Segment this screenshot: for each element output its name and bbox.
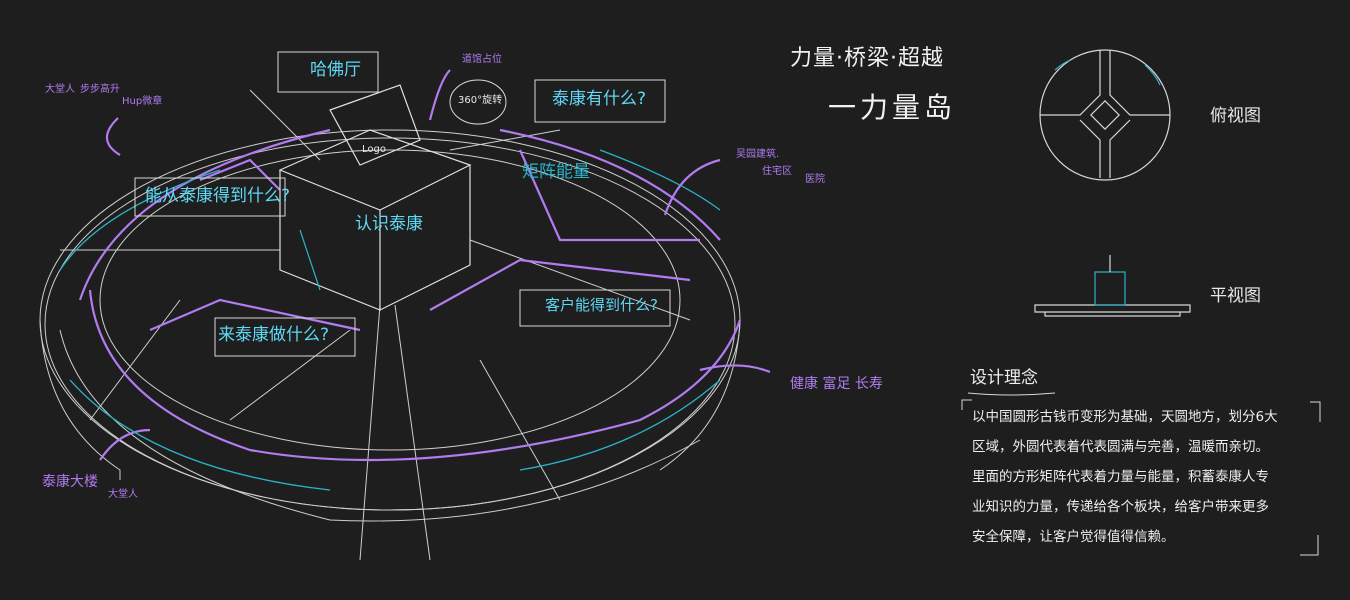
label-promotion: 步步高升 — [80, 84, 120, 95]
label-taikang-tower: 泰康大楼 — [42, 474, 98, 490]
label-residential: 住宅区 — [762, 166, 792, 177]
label-why-come: 来泰康做什么? — [218, 325, 330, 345]
top-view-diagram — [1039, 49, 1171, 181]
label-what-from-taikang: 能从泰康得到什么? — [145, 186, 291, 206]
label-hospital: 医院 — [805, 174, 825, 185]
concept-line: 以中国圆形古钱币变形为基础，天圆地方，划分6大 — [972, 409, 1278, 425]
concept-line: 区域，外圆代表着代表圆满与完善，温暖而亲切。 — [972, 439, 1269, 455]
side-view-diagram — [1034, 255, 1191, 317]
label-know-taikang: 认识泰康 — [355, 214, 423, 234]
top-view-label: 俯视图 — [1210, 106, 1261, 126]
label-garden-building: 吴园建筑. — [736, 149, 780, 160]
label-logo: Logo — [362, 144, 386, 155]
label-health-wealth-longevity: 健康 富足 长寿 — [790, 376, 883, 392]
central-cube — [278, 84, 472, 311]
disc-outline — [39, 89, 741, 561]
page-title: 一力量岛 — [828, 91, 957, 124]
label-hup: Hup微章 — [122, 96, 163, 107]
concept-line: 里面的方形矩阵代表着力量与能量，积蓄泰康人专 — [972, 469, 1269, 485]
label-placeholder-note: 道馆占位 — [462, 54, 502, 65]
concept-line: 业知识的力量，传递给各个板块，给客户带来更多 — [972, 499, 1269, 515]
label-lobby-people-bottom: 大堂人 — [108, 489, 138, 500]
label-harvard-hall: 哈佛厅 — [310, 60, 361, 80]
concept-body: 以中国圆形古钱币变形为基础，天圆地方，划分6大 区域，外圆代表着代表圆满与完善，… — [972, 402, 1332, 552]
label-lobby-people-top: 大堂人 — [45, 84, 75, 95]
label-what-customers-get: 客户能得到什么? — [545, 296, 658, 314]
label-what-taikang-has: 泰康有什么? — [552, 89, 647, 109]
label-matrix-energy: 矩阵能量 — [522, 162, 590, 182]
side-view-label: 平视图 — [1210, 286, 1261, 306]
cyan-accents — [59, 149, 721, 491]
label-rotation: 360°旋转 — [458, 95, 503, 106]
concept-frame — [961, 392, 1321, 556]
purple-zones — [78, 69, 771, 462]
label-boxes — [134, 51, 671, 357]
slogan: 力量·桥梁·超越 — [790, 46, 944, 71]
concept-title: 设计理念 — [970, 368, 1038, 388]
concept-line: 安全保障，让客户觉得值得信赖。 — [972, 529, 1175, 545]
